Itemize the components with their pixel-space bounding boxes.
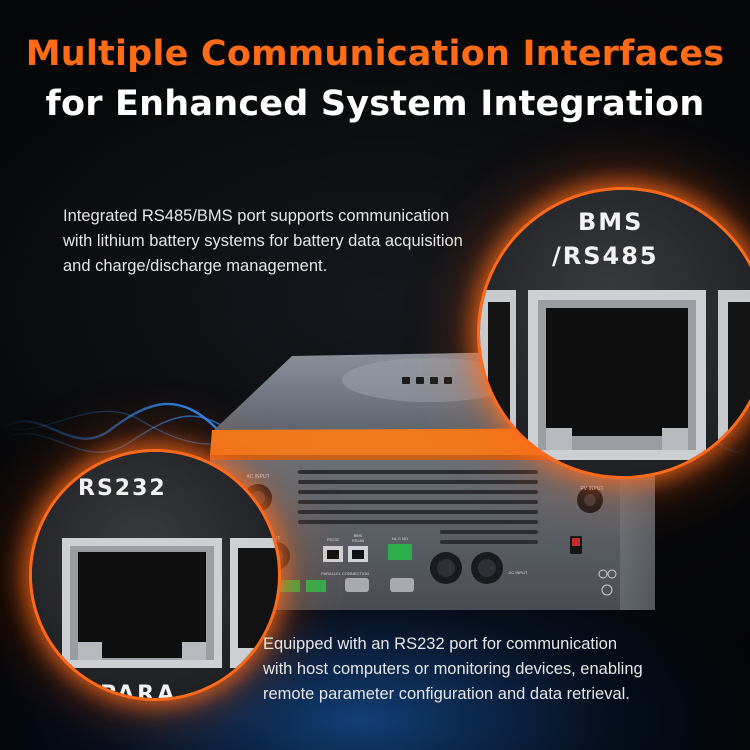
device-label-rs485: RS485 xyxy=(352,538,365,543)
ce-mark-icon xyxy=(598,569,617,579)
headline-line-1: Multiple Communication Interfaces xyxy=(25,34,725,74)
device-label-rs232: RS232 xyxy=(327,537,340,542)
rs232-description: Equipped with an RS232 port for communic… xyxy=(263,632,643,707)
rs232-description-line: Equipped with an RS232 port for communic… xyxy=(263,635,618,653)
bms-description-line: Integrated RS485/BMS port supports commu… xyxy=(63,207,450,225)
bms-label: BMS xyxy=(578,208,644,236)
device-label-parallel: PARALLEL CONNECTION xyxy=(321,571,369,576)
rs485-label: /RS485 xyxy=(552,242,659,270)
parallel-label-partial: PARA xyxy=(100,682,178,698)
device-label-ac-input: AC INPUT xyxy=(246,474,269,480)
bms-description-line: with lithium battery systems for battery… xyxy=(63,232,463,250)
rj45-port-icon xyxy=(480,290,750,460)
device-label-dc-input: DC INPUT xyxy=(509,570,528,575)
device-label-bms: BMS xyxy=(354,533,363,538)
bms-description-line: and charge/discharge management. xyxy=(63,257,328,275)
rs232-label: RS232 xyxy=(78,476,167,501)
bms-port-zoom-circle: BMS /RS485 xyxy=(480,190,750,476)
bms-description: Integrated RS485/BMS port supports commu… xyxy=(63,204,463,279)
ground-icon xyxy=(601,584,613,596)
device-label-terminals: NL C NO xyxy=(392,536,408,541)
rs232-port-zoom-circle: RS232 PARA xyxy=(32,452,278,698)
device-label-pv-input: PV INPUT xyxy=(580,486,603,492)
rs232-description-line: remote parameter configuration and data … xyxy=(263,685,630,703)
rj45-port-icon xyxy=(62,538,278,668)
headline-line-2: for Enhanced System Integration xyxy=(45,84,705,124)
rs232-description-line: with host computers or monitoring device… xyxy=(263,660,643,678)
